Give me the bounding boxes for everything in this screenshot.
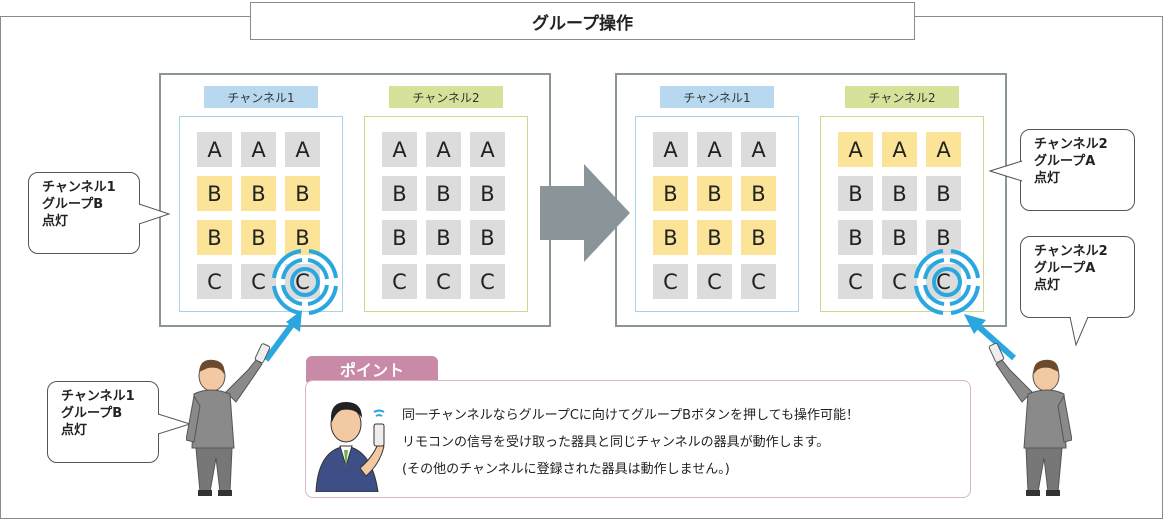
fixture-group-b: B <box>926 220 961 255</box>
callout-tail <box>158 413 192 435</box>
fixture-group-a: A <box>285 132 320 167</box>
callout-line: グループA <box>1034 154 1096 169</box>
fixture-group-b: B <box>697 176 732 211</box>
person-with-remote-icon <box>186 343 270 496</box>
callout-line: 点灯 <box>61 423 88 438</box>
callout-line: グループA <box>1034 261 1096 276</box>
fixture-group-c: C <box>741 264 776 299</box>
channel-1-label: チャンネル1 <box>204 86 318 108</box>
fixture-group-c: C <box>426 264 461 299</box>
fixture-group-b: B <box>882 176 917 211</box>
fixture-group-b: B <box>426 176 461 211</box>
callout-line: グループB <box>61 406 123 421</box>
fixture-group-b: B <box>470 176 505 211</box>
fixture-group-b: B <box>426 220 461 255</box>
fixture-group-a: A <box>741 132 776 167</box>
fixture-group-b: B <box>653 220 688 255</box>
point-tab: ポイント <box>306 356 438 382</box>
point-text-line: 同一チャンネルならグループCに向けてグループBボタンを押しても操作可能！ <box>402 408 860 423</box>
callout-line: 点灯 <box>1034 278 1061 293</box>
transition-arrow-icon <box>540 164 630 262</box>
fixture-group-b: B <box>926 176 961 211</box>
fixture-group-a: A <box>926 132 961 167</box>
callout-left-top: チャンネル1 グループB 点灯 <box>28 172 140 254</box>
fixture-group-b: B <box>697 220 732 255</box>
page-title: グループ操作 <box>250 2 915 40</box>
callout-line: チャンネル1 <box>42 180 116 195</box>
fixture-group-c: C <box>241 264 276 299</box>
fixture-group-b: B <box>285 176 320 211</box>
fixture-group-b: B <box>838 176 873 211</box>
fixture-group-a: A <box>426 132 461 167</box>
businessman-icon <box>315 402 385 492</box>
fixture-group-a: A <box>382 132 417 167</box>
fixture-group-b: B <box>838 220 873 255</box>
callout-tail <box>139 203 171 225</box>
signal-arrow-icon <box>263 310 302 362</box>
fixture-group-a: A <box>653 132 688 167</box>
callout-right-top: チャンネル2 グループA 点灯 <box>1020 129 1135 211</box>
signal-waves-icon <box>914 249 980 315</box>
fixture-group-b: B <box>382 176 417 211</box>
fixture-group-c: C <box>197 264 232 299</box>
callout-line: グループB <box>42 197 104 212</box>
fixture-group-b: B <box>285 220 320 255</box>
callout-tail <box>989 160 1022 182</box>
fixture-group-a: A <box>697 132 732 167</box>
callout-right-bottom: チャンネル2 グループA 点灯 <box>1020 236 1135 318</box>
fixture-group-b: B <box>382 220 417 255</box>
callout-tail <box>1069 317 1089 347</box>
callout-line: 点灯 <box>42 214 69 229</box>
fixture-group-c: C <box>470 264 505 299</box>
fixture-group-a: A <box>470 132 505 167</box>
fixture-group-a: A <box>197 132 232 167</box>
fixture-group-a: A <box>882 132 917 167</box>
callout-line: 点灯 <box>1034 171 1061 186</box>
fixture-group-b: B <box>882 220 917 255</box>
callout-line: チャンネル2 <box>1034 137 1108 152</box>
fixture-group-c: C <box>382 264 417 299</box>
channel-1-label: チャンネル1 <box>660 86 774 108</box>
callout-line: チャンネル1 <box>61 389 135 404</box>
fixture-group-b: B <box>197 220 232 255</box>
fixture-group-b: B <box>741 220 776 255</box>
point-box <box>305 380 971 498</box>
channel-2-label: チャンネル2 <box>389 86 503 108</box>
fixture-group-b: B <box>470 220 505 255</box>
fixture-group-b: B <box>653 176 688 211</box>
point-text-line: リモコンの信号を受け取った器具と同じチャンネルの器具が動作します。 <box>402 435 830 450</box>
person-with-remote-icon <box>988 342 1072 496</box>
fixture-group-b: B <box>241 220 276 255</box>
callout-left-bottom: チャンネル1 グループB 点灯 <box>47 381 159 463</box>
signal-arrow-icon <box>964 314 1016 361</box>
callout-line: チャンネル2 <box>1034 244 1108 259</box>
fixture-group-a: A <box>838 132 873 167</box>
fixture-group-c: C <box>838 264 873 299</box>
fixture-group-b: B <box>241 176 276 211</box>
fixture-group-b: B <box>197 176 232 211</box>
fixture-group-a: A <box>241 132 276 167</box>
fixture-group-c: C <box>882 264 917 299</box>
fixture-group-c: C <box>697 264 732 299</box>
signal-waves-icon <box>272 249 338 315</box>
point-text-line: (その他のチャンネルに登録された器具は動作しません。) <box>402 462 730 477</box>
fixture-group-b: B <box>741 176 776 211</box>
fixture-group-c: C <box>653 264 688 299</box>
channel-2-label: チャンネル2 <box>845 86 959 108</box>
